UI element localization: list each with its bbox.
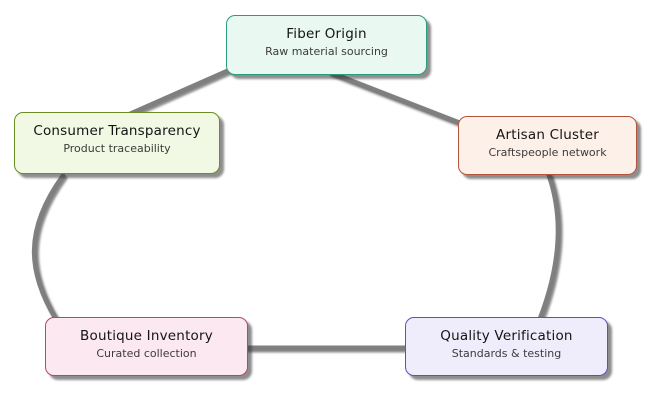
node-subtitle: Raw material sourcing — [265, 45, 388, 58]
node-artisan-cluster: Artisan Cluster Craftspeople network — [458, 116, 637, 175]
edge-artisan-cluster-to-quality-verification — [537, 172, 561, 322]
node-consumer-transparency: Consumer Transparency Product traceabili… — [14, 112, 220, 174]
node-fiber-origin: Fiber Origin Raw material sourcing — [226, 15, 427, 75]
node-title: Consumer Transparency — [33, 123, 201, 139]
edge-fiber-origin-to-artisan-cluster — [328, 70, 465, 127]
node-title: Quality Verification — [440, 328, 573, 344]
node-subtitle: Product traceability — [63, 142, 171, 155]
edge-boutique-inventory-to-consumer-transparency — [31, 173, 66, 322]
node-subtitle: Craftspeople network — [488, 146, 607, 159]
node-title: Fiber Origin — [286, 26, 367, 42]
node-subtitle: Curated collection — [96, 347, 197, 360]
node-subtitle: Standards & testing — [451, 347, 562, 360]
node-boutique-inventory: Boutique Inventory Curated collection — [45, 317, 248, 376]
node-title: Artisan Cluster — [496, 127, 599, 143]
node-quality-verification: Quality Verification Standards & testing — [405, 317, 608, 376]
node-title: Boutique Inventory — [80, 328, 213, 344]
